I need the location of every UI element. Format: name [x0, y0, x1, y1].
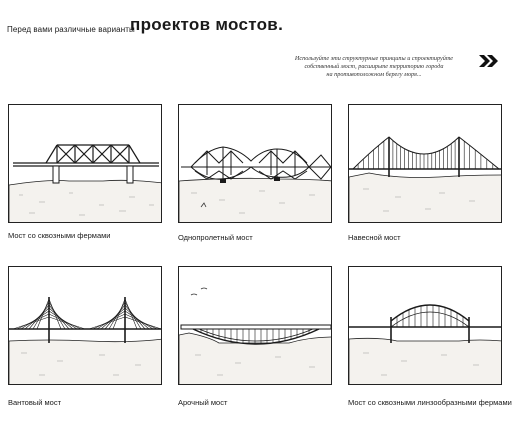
bridge-caption-lenticular: Мост со сквозными линзообразными фермами — [348, 398, 512, 407]
instruction-line-2: собственный мост, расширьте территорию г… — [304, 63, 444, 70]
truss-bridge-illustration — [9, 144, 161, 222]
lenticular-truss-bridge-illustration — [349, 304, 501, 384]
suspension-bridge-panel — [348, 104, 502, 223]
cantilever-bridge-illustration — [179, 146, 331, 222]
instruction-line-1: Используйте эти структурные принципы и с… — [294, 55, 454, 62]
truss-bridge-panel — [8, 104, 162, 223]
bridge-caption-suspension: Навесной мост — [348, 233, 401, 242]
arch-bridge-illustration — [179, 287, 331, 384]
cantilever-bridge-panel — [178, 104, 332, 223]
arch-bridge-panel — [178, 266, 332, 385]
instruction-note: Используйте эти структурные принципы и с… — [276, 55, 472, 79]
cable-stayed-bridge-illustration — [9, 297, 161, 384]
lenticular-truss-bridge-panel — [348, 266, 502, 385]
bridge-caption-cable-stayed: Вантовый мост — [8, 398, 61, 407]
double-chevron-right-icon — [479, 55, 498, 67]
page-title: проектов мостов. — [130, 15, 284, 34]
bridge-caption-truss: Мост со сквозными фермами — [8, 231, 111, 240]
instruction-line-3: на противоположном берегу моря... — [326, 71, 422, 78]
intro-text: Перед вами различные варианты — [7, 25, 135, 34]
suspension-bridge-illustration — [349, 136, 501, 222]
page-title-text: проектов мостов — [130, 15, 279, 34]
cable-stayed-bridge-panel — [8, 266, 162, 385]
bridge-caption-cantilever: Однопролетный мост — [178, 233, 253, 242]
bridge-caption-arch: Арочный мост — [178, 398, 228, 407]
